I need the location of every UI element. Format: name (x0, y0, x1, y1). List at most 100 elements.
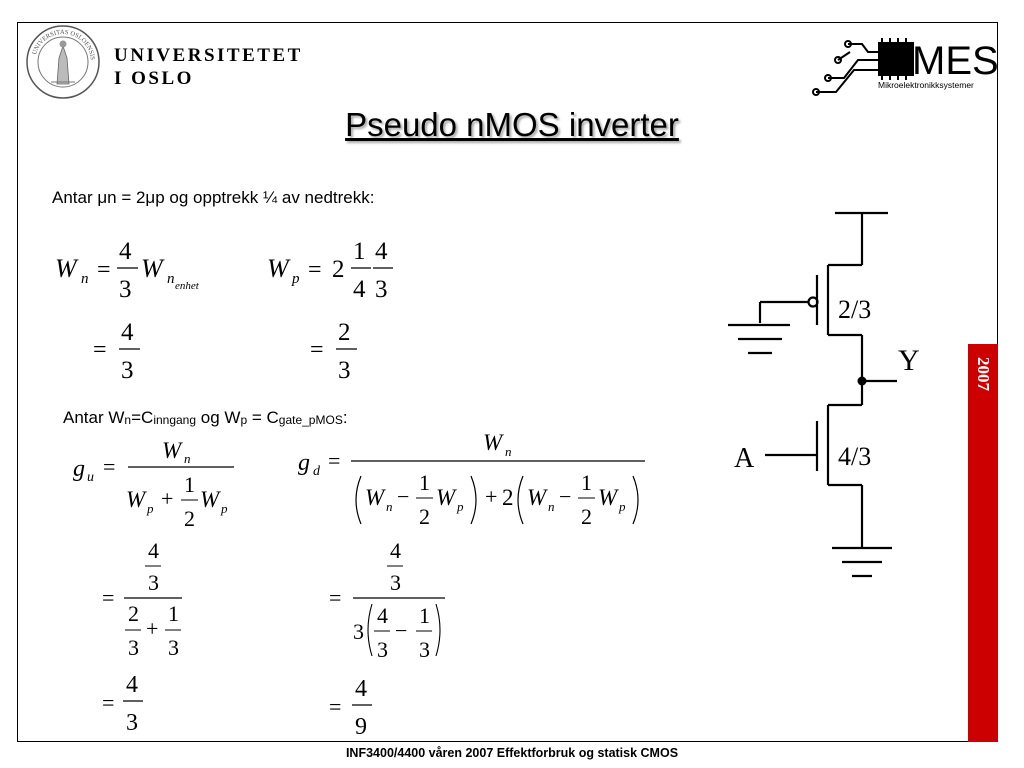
ground-icon (728, 323, 790, 355)
svg-text:4: 4 (119, 238, 132, 265)
equation-gd-result: = 4 9 (329, 676, 372, 740)
input-label: A (734, 443, 755, 474)
svg-text:3: 3 (375, 276, 388, 302)
svg-text:2: 2 (128, 601, 139, 626)
svg-text:3: 3 (390, 570, 401, 595)
svg-text:=: = (308, 257, 322, 283)
svg-text:d: d (313, 464, 321, 479)
svg-text:W: W (141, 254, 165, 283)
mes-logo: MES Mikroelektronikksystemer (812, 38, 998, 96)
svg-text:4: 4 (148, 538, 159, 563)
svg-text:g: g (298, 450, 310, 476)
svg-text:1: 1 (419, 470, 430, 495)
svg-text:4: 4 (355, 676, 367, 702)
equation-wn-result: = 4 3 (93, 319, 140, 384)
mes-subtitle: Mikroelektronikksystemer (878, 80, 974, 90)
nmos-ratio: 4/3 (838, 442, 871, 471)
pmos-ratio: 2/3 (838, 295, 871, 324)
svg-text:p: p (220, 501, 228, 516)
svg-text:4: 4 (377, 603, 388, 628)
svg-text:2: 2 (419, 504, 430, 529)
output-label: Y (898, 344, 920, 377)
equation-wp: W p = 2 1 4 4 3 (267, 238, 393, 302)
svg-text:2: 2 (581, 504, 592, 529)
svg-text:+: + (161, 486, 173, 511)
equation-gu: g u = W n W p + 1 2 W p (73, 438, 234, 531)
svg-text:1: 1 (419, 603, 430, 628)
svg-text:4: 4 (353, 276, 366, 302)
svg-text:3: 3 (148, 570, 159, 595)
equation-gu-step: = 4 3 2 3 + 1 3 (102, 538, 182, 660)
svg-text:p: p (146, 501, 154, 516)
svg-text:=: = (310, 337, 324, 363)
svg-text:=: = (103, 454, 115, 479)
footer-text: INF3400/4400 våren 2007 Effektforbruk og… (345, 746, 679, 760)
svg-text:3: 3 (168, 635, 179, 660)
year-band (968, 344, 998, 742)
mes-text: MES (912, 39, 998, 83)
svg-text:9: 9 (355, 714, 367, 740)
svg-text:enhet: enhet (175, 280, 200, 292)
svg-text:W: W (162, 438, 183, 463)
university-seal-icon: UNIVERSITAS OSLOENSIS MDCCCXI (25, 24, 100, 99)
circuit-trace-icon (812, 40, 878, 96)
svg-text:n: n (505, 444, 512, 459)
svg-text:3: 3 (119, 276, 132, 302)
svg-text:3: 3 (128, 635, 139, 660)
svg-text:−: − (397, 484, 409, 509)
svg-text:2: 2 (332, 256, 345, 283)
svg-text:2: 2 (338, 319, 351, 346)
equation-wp-result: = 2 3 (310, 319, 357, 384)
svg-text:3: 3 (377, 637, 388, 662)
svg-text:3: 3 (338, 357, 351, 384)
svg-text:=: = (93, 337, 107, 363)
svg-text:2: 2 (184, 506, 195, 531)
svg-text:W: W (267, 254, 291, 283)
year-label: 2007 (974, 357, 993, 391)
svg-text:n: n (548, 499, 555, 514)
svg-text:p: p (618, 499, 626, 514)
svg-text:W: W (126, 487, 147, 512)
svg-text:2: 2 (502, 485, 514, 510)
svg-text:W: W (436, 485, 457, 510)
equation-gd: g d = W n W n − 1 2 W p + 2 W n − 1 2 W … (298, 432, 645, 529)
pseudo-nmos-schematic: 2/3 Y 4/3 A (728, 211, 920, 578)
svg-text:+: + (146, 616, 158, 641)
assumption-capacitance: Antar Wn=Cinngang og Wp = Cgate_pMOS: (63, 408, 348, 427)
svg-text:1: 1 (184, 472, 195, 497)
svg-text:−: − (395, 618, 407, 643)
equation-gd-step: = 4 3 3 4 3 − 1 3 (329, 538, 445, 662)
svg-text:=: = (329, 585, 341, 610)
svg-text:u: u (87, 470, 94, 485)
svg-text:4: 4 (121, 319, 134, 346)
svg-text:W: W (365, 485, 386, 510)
assumption-mobility: Antar μn = 2μp og opptrekk ¼ av nedtrekk… (52, 188, 375, 207)
svg-text:1: 1 (168, 601, 179, 626)
svg-text:=: = (329, 694, 341, 719)
svg-text:n: n (184, 451, 191, 466)
svg-text:W: W (527, 485, 548, 510)
svg-text:W: W (483, 432, 504, 455)
svg-text:W: W (200, 487, 221, 512)
output-node (857, 376, 867, 386)
svg-text:3: 3 (126, 710, 138, 736)
svg-text:p: p (291, 271, 300, 287)
svg-text:−: − (559, 484, 571, 509)
svg-text:=: = (102, 690, 114, 715)
equation-gu-result: = 4 3 (102, 672, 143, 736)
svg-text:=: = (97, 257, 111, 283)
svg-text:3: 3 (353, 619, 364, 644)
slide-title: Pseudo nMOS inverter (345, 106, 679, 143)
svg-text:W: W (598, 485, 619, 510)
svg-text:n: n (81, 271, 89, 287)
svg-text:1: 1 (581, 470, 592, 495)
equation-wn: W n = 4 3 W n enhet (55, 238, 200, 302)
chip-icon (878, 42, 914, 76)
ground-icon (832, 546, 892, 578)
svg-text:4: 4 (126, 672, 138, 698)
svg-text:p: p (456, 499, 464, 514)
svg-text:=: = (102, 585, 114, 610)
svg-text:n: n (386, 499, 393, 514)
svg-text:W: W (55, 254, 79, 283)
svg-text:4: 4 (390, 538, 401, 563)
